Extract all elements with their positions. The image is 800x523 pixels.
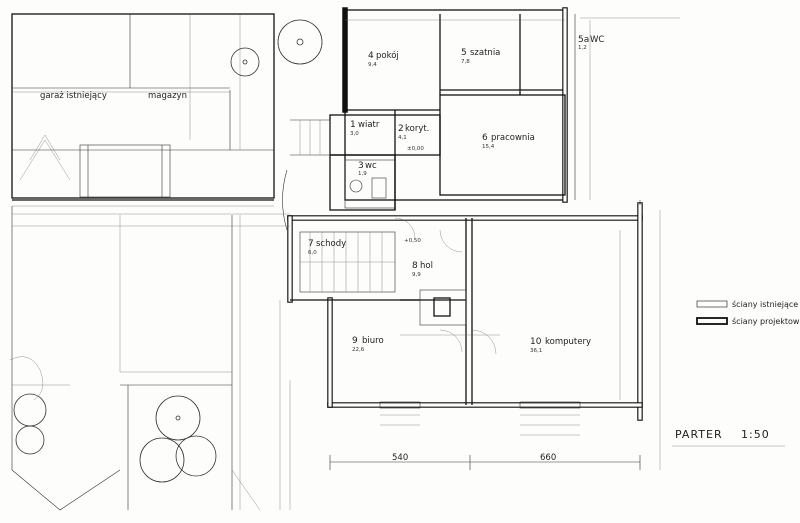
garden-trees: [9, 19, 323, 483]
legend-designed-label: ściany projektowane: [732, 316, 800, 326]
room-5-area: 7,8: [461, 59, 470, 65]
room-2-number: 2: [398, 124, 404, 134]
room-9-name: biuro: [362, 336, 384, 346]
legend-designed-swatch: [696, 317, 728, 325]
room-3-area: 1,9: [358, 171, 367, 177]
room-6-number: 6: [482, 133, 488, 143]
room-7-area: 6,0: [308, 250, 317, 256]
room-9-number: 9: [352, 336, 358, 346]
room-6-area: 15,4: [482, 144, 495, 150]
room-2-area: 4,1: [398, 135, 407, 141]
room-4-number: 4: [368, 51, 374, 61]
room-8-area: 9,9: [412, 272, 421, 278]
room-5a-number: 5a: [578, 35, 589, 45]
room-1-name: wiatr: [358, 120, 380, 130]
existing-house-walls: [282, 7, 591, 231]
level-main: ±0,00: [407, 146, 424, 152]
room-10-area: 36,1: [530, 348, 542, 354]
room-5-number: 5: [461, 48, 467, 58]
legend: ściany istniejące ściany projektowane: [696, 299, 800, 326]
site-boundary-lines: [11, 206, 291, 511]
dimension-left-width: 540: [392, 453, 408, 463]
room-8-name: hol: [420, 261, 433, 271]
room-4-area: 9,4: [368, 62, 377, 68]
dimension-right-width: 660: [540, 453, 556, 463]
room-10-number: 10: [530, 337, 542, 347]
room-9-area: 22,6: [352, 347, 365, 353]
plan-scale: 1:50: [741, 428, 770, 441]
room-1-number: 1: [350, 120, 356, 130]
plan-title: PARTER: [675, 428, 723, 441]
room-5a-name: WC: [590, 35, 604, 45]
room-1-area: 3,0: [350, 131, 359, 137]
existing-garage-outline: [11, 13, 275, 207]
room-3-name: wc: [365, 161, 377, 171]
room-5-name: szatnia: [470, 48, 500, 58]
designed-extension-walls: [287, 202, 643, 436]
room-8-number: 8: [412, 261, 418, 271]
dimension-lines: [12, 17, 680, 470]
room-6-name: pracownia: [491, 133, 535, 143]
room-3-number: 3: [358, 161, 364, 171]
room-7-number: 7: [308, 239, 314, 249]
room-7-name: schody: [316, 239, 346, 249]
storage-label: magazyn: [148, 91, 187, 101]
level-stair: +0,50: [404, 238, 421, 244]
room-2-name: koryt.: [405, 124, 429, 134]
legend-existing-swatch: [696, 300, 728, 308]
room-5a-area: 1,2: [578, 45, 587, 51]
room-10-name: komputery: [545, 337, 591, 347]
room-4-name: pokój: [376, 50, 399, 61]
garage-label: garaż istniejący: [40, 91, 107, 101]
legend-existing-label: ściany istniejące: [732, 299, 798, 309]
